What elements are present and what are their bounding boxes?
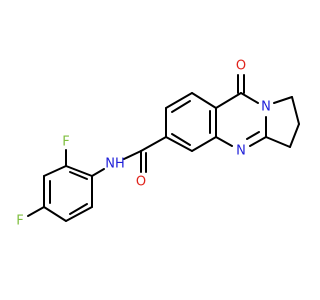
- bond: [27, 206, 45, 217]
- bond: [140, 136, 167, 152]
- bonds: [27, 74, 300, 222]
- bond: [191, 136, 217, 152]
- amide-oxygen-label: O: [136, 175, 146, 190]
- bond: [65, 165, 93, 177]
- fluorine-top-label: F: [62, 135, 69, 150]
- bond: [165, 92, 193, 109]
- bond: [289, 123, 300, 148]
- bond: [123, 150, 142, 160]
- bond: [215, 136, 233, 147]
- background: [0, 0, 300, 300]
- bond: [65, 206, 93, 222]
- bond: [291, 96, 300, 125]
- ketone-oxygen-label: O: [236, 59, 246, 74]
- bond: [171, 100, 191, 113]
- fluorine-bottom-label: F: [16, 214, 23, 229]
- bond: [273, 96, 293, 104]
- bond: [69, 203, 88, 215]
- bond: [69, 171, 88, 180]
- bond: [215, 92, 242, 109]
- bond: [265, 136, 291, 148]
- bond: [171, 133, 191, 146]
- bond: [249, 136, 267, 147]
- bond: [43, 165, 67, 177]
- atom-labels: F F NH O O N N: [16, 59, 271, 229]
- bond: [43, 206, 67, 222]
- molecule-structure: F F NH O O N N: [0, 0, 300, 300]
- bond: [165, 136, 193, 152]
- bond: [91, 168, 105, 177]
- ring-imine-nitrogen-label: N: [236, 144, 246, 159]
- bond: [246, 131, 260, 140]
- ring-bridge-nitrogen-label: N: [261, 100, 271, 115]
- bond: [191, 92, 217, 109]
- amide-nh-label: NH: [105, 157, 125, 172]
- bond: [240, 92, 259, 104]
